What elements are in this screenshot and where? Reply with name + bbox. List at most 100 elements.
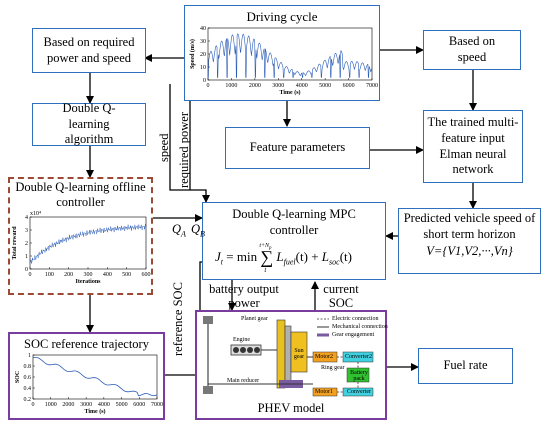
phev-model-box: Planet gear Engine Sun gear Motor2 Conve… [195,310,388,420]
y-tick-label: 30 [200,39,206,45]
y-axis-label: Total reward [12,226,18,260]
y-tick-label: 20 [200,52,206,58]
speed-rule-label: Based on speed [448,34,496,64]
converter2-label: Converter2 [345,354,372,360]
qb-label: QB [191,222,205,239]
feature-parameters-box: Feature parameters [225,127,370,169]
plot-frame [29,216,147,270]
phev-schematic [203,316,374,397]
required-power-label: required power [177,111,191,188]
driving-cycle-title: Driving cycle [246,9,318,24]
x-tick-label: 0 [207,83,210,89]
soc-reference-title: SOC reference trajectory [24,337,149,351]
legend-mechanical-label: Mechanical connection [332,324,388,330]
x-tick-label: 2000 [62,402,74,408]
x-tick-label: 600 [142,272,151,278]
y-axis-label: Speed (m/s) [189,39,196,69]
y-tick-label: 4 [25,215,28,221]
x-tick-label: 5000 [319,83,331,89]
x-tick-label: 0 [32,402,35,408]
x-tick-label: 6000 [133,402,145,408]
ring-gear-label: Ring gear [321,365,345,371]
plot-curve [29,223,147,264]
sun-gear-label: Sun gear [293,348,305,360]
y-tick-label: 1 [25,254,28,260]
y-tick-label: 2 [25,241,28,247]
reference-soc-label: reference SOC [171,282,185,356]
converter-label: Converter [347,389,371,395]
x-axis-label: Time (s) [279,89,300,96]
x-tick-label: 1000 [225,83,237,89]
y-tick-label: 0.8 [24,364,32,370]
x-tick-label: 300 [84,272,93,278]
main-reducer-label: Main reducer [227,378,260,384]
x-tick-label: 0 [29,272,32,278]
y-tick-label: 1 [28,353,31,359]
legend-gear-label: Gear engagement [332,332,375,338]
x-tick-label: 3000 [272,83,284,89]
x-tick-label: 7000 [151,402,163,408]
predicted-speed-box: Predicted vehicle speed of short term ho… [398,208,541,274]
x-tick-label: 400 [103,272,112,278]
y-tick-label: 0 [203,78,206,84]
plot-curve [32,357,158,397]
current-soc-label: current SOC [323,282,359,311]
offline-controller-box: Double Q-learning offline controller 0 1 2… [8,177,153,295]
planet-gear-label: Planet gear [241,316,268,322]
mpc-controller-box: Double Q-learning MPC controller Jt = mi… [202,202,386,280]
plot-frame [32,354,158,400]
mpc-controller-title: Double Q-learning MPC controller [232,207,356,237]
y-tick-label: 10 [200,65,206,71]
motor2-label: Motor2 [315,354,333,360]
y-tick-label: 0.4 [24,386,32,392]
soc-reference-box: SOC reference trajectory 0.2 0.4 0.6 0.8 1 0 1… [8,332,165,420]
feature-parameters-label: Feature parameters [249,140,346,155]
x-axis-label: Time (s) [84,408,105,415]
dql-algorithm-box: Double Q-learning algorithm [32,101,146,147]
y-tick-label: 3 [25,228,28,234]
power-speed-rule-box: Based on required power and speed [32,28,146,73]
x-tick-label: 100 [45,272,54,278]
y-axis-label: SOC [15,371,21,383]
fuel-rate-box: Fuel rate [418,348,513,384]
x-tick-label: 2000 [249,83,261,89]
speed-label: speed [157,133,171,162]
legend-electric-label: Electric connection [332,316,379,322]
speed-rule-box: Based on speed [423,30,521,70]
x-tick-label: 1000 [45,402,57,408]
dql-algorithm-label: Double Q-learning algorithm [62,101,116,147]
predicted-speed-vector: V={V1,V2,···,Vn} [426,244,513,259]
driving-cycle-chart: 0 10 20 30 40 0 1000 2000 3000 4000 5000 6000 7000Ti… [189,26,378,96]
elman-network-box: The trained multi-feature input Elman ne… [423,110,523,183]
x-tick-label: 7000 [366,83,378,89]
x-tick-label: 4000 [296,83,308,89]
qa-label: QA [172,222,186,239]
phev-model-title: PHEV model [257,401,325,415]
offline-controller-title: Double Q-learning offline controller [15,180,146,209]
x-tick-label: 6000 [343,83,355,89]
battery-pack-label: Battery pack [350,370,368,382]
axis-exponent: x10⁴ [30,211,41,217]
power-speed-rule-label: Based on required power and speed [43,34,135,65]
driving-cycle-box: Driving cycle 0 10 20 30 40 0 1000 2000 3000 4000… [184,5,380,101]
y-tick-label: 40 [200,26,206,32]
y-tick-label: 0 [25,267,28,273]
fuel-rate-label: Fuel rate [443,358,488,373]
plot-curve [208,33,373,78]
y-tick-label: 0.2 [24,397,32,403]
x-axis-label: Iterations [76,279,102,285]
y-tick-label: 0.6 [24,375,32,381]
mpc-cost-formula: Jt = min ∑ t+Np t Lfuel(t) + Lsoc(t) [215,243,352,274]
x-tick-label: 5000 [116,402,128,408]
engine-label: Engine [233,337,250,343]
x-tick-label: 3000 [80,402,92,408]
motor1-label: Motor1 [315,389,333,395]
soc-reference-chart: 0.2 0.4 0.6 0.8 1 0 1000 2000 3000 4000 5000 6000 70… [15,353,163,415]
battery-output-power-label: battery output power [209,282,279,311]
x-tick-label: 200 [64,272,73,278]
x-tick-label: 500 [122,272,131,278]
predicted-speed-label: Predicted vehicle speed of short term ho… [403,211,536,241]
x-tick-label: 4000 [98,402,110,408]
elman-network-label: The trained multi-feature input Elman ne… [427,115,519,177]
